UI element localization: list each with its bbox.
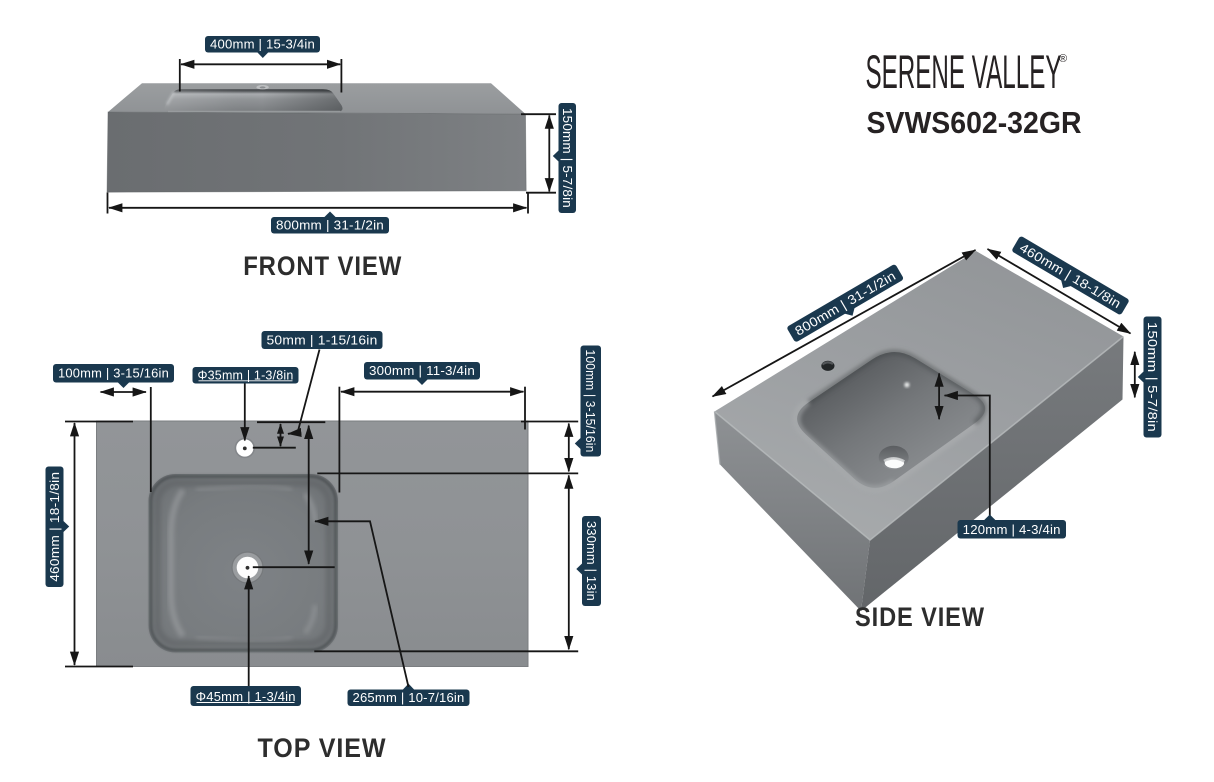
svg-text:800mm | 31-1/2in: 800mm | 31-1/2in xyxy=(276,218,384,233)
svg-text:TOP VIEW: TOP VIEW xyxy=(258,733,387,763)
svg-text:SVWS602-32GR: SVWS602-32GR xyxy=(867,105,1082,140)
svg-text:Φ35mm | 1-3/8in: Φ35mm | 1-3/8in xyxy=(198,368,294,383)
svg-text:150mm | 5-7/8in: 150mm | 5-7/8in xyxy=(560,108,575,208)
svg-text:SIDE VIEW: SIDE VIEW xyxy=(855,602,985,632)
svg-text:SERENE VALLEY: SERENE VALLEY xyxy=(866,45,1062,98)
svg-text:100mm | 3-15/16in: 100mm | 3-15/16in xyxy=(58,366,169,381)
svg-text:265mm | 10-7/16in: 265mm | 10-7/16in xyxy=(353,690,465,705)
svg-text:300mm | 11-3/4in: 300mm | 11-3/4in xyxy=(369,363,475,378)
svg-text:Φ45mm | 1-3/4in: Φ45mm | 1-3/4in xyxy=(196,689,296,704)
svg-text:100mm | 3-15/16in: 100mm | 3-15/16in xyxy=(583,350,598,453)
svg-text:50mm | 1-15/16in: 50mm | 1-15/16in xyxy=(267,333,378,348)
svg-text:330mm | 13in: 330mm | 13in xyxy=(584,521,599,601)
svg-text:120mm | 4-3/4in: 120mm | 4-3/4in xyxy=(963,522,1061,537)
svg-text:460mm | 18-1/8in: 460mm | 18-1/8in xyxy=(47,472,62,582)
svg-text:150mm | 5-7/8in: 150mm | 5-7/8in xyxy=(1145,322,1160,432)
svg-text:400mm | 15-3/4in: 400mm | 15-3/4in xyxy=(210,37,315,52)
svg-text:®: ® xyxy=(1059,53,1067,65)
svg-text:FRONT VIEW: FRONT VIEW xyxy=(243,251,402,281)
